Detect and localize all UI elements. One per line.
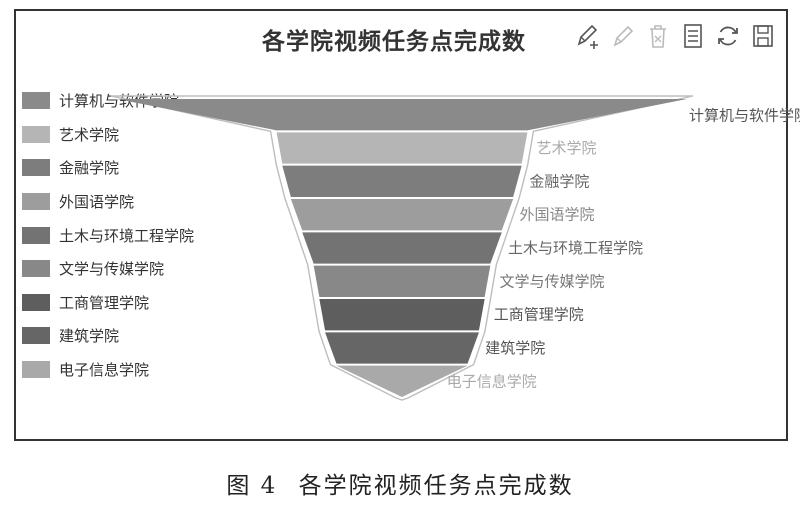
legend-swatch <box>22 293 50 311</box>
refresh-icon[interactable] <box>715 22 741 50</box>
funnel-label: 土木与环境工程学院 <box>508 239 643 257</box>
legend-swatch <box>22 226 50 244</box>
legend-label: 金融学院 <box>59 159 120 178</box>
legend-item[interactable]: 金融学院 <box>22 151 194 185</box>
legend-item[interactable]: 建筑学院 <box>22 319 194 353</box>
legend-label: 工商管理学院 <box>59 293 150 312</box>
legend-item[interactable]: 电子信息学院 <box>22 353 194 387</box>
funnel-label: 文学与传媒学院 <box>500 272 605 290</box>
legend-swatch <box>22 92 50 110</box>
legend-label: 外国语学院 <box>59 193 135 212</box>
legend-item[interactable]: 计算机与软件学院 <box>22 84 194 118</box>
legend: 计算机与软件学院艺术学院金融学院外国语学院土木与环境工程学院文学与传媒学院工商管… <box>22 84 194 386</box>
edit-pencil-plus-icon[interactable] <box>575 22 601 50</box>
legend-swatch <box>22 159 50 177</box>
funnel-segment[interactable] <box>276 132 528 164</box>
funnel-segment[interactable] <box>336 365 468 397</box>
funnel-label: 建筑学院 <box>485 339 545 357</box>
funnel-label: 电子信息学院 <box>447 372 537 390</box>
edit-pencil-icon[interactable] <box>610 22 636 50</box>
legend-label: 计算机与软件学院 <box>59 92 180 111</box>
funnel-segment[interactable] <box>117 99 687 131</box>
legend-label: 土木与环境工程学院 <box>59 226 195 245</box>
funnel-label: 工商管理学院 <box>494 306 584 324</box>
legend-swatch <box>22 125 50 143</box>
funnel-segment[interactable] <box>313 265 491 297</box>
funnel-label: 外国语学院 <box>519 206 594 224</box>
figure-caption-text: 各学院视频任务点完成数 <box>298 473 574 499</box>
legend-item[interactable]: 艺术学院 <box>22 118 194 152</box>
figure-label: 图 4 <box>226 473 278 499</box>
toolbox <box>575 22 776 50</box>
legend-swatch <box>22 361 50 379</box>
figure-caption: 图 4 各学院视频任务点完成数 <box>0 466 800 500</box>
legend-swatch <box>22 193 50 211</box>
legend-item[interactable]: 外国语学院 <box>22 185 194 219</box>
funnel-segment[interactable] <box>319 299 485 331</box>
funnel-chart: 计算机与软件学院艺术学院金融学院外国语学院土木与环境工程学院文学与传媒学院工商管… <box>110 95 800 401</box>
legend-swatch <box>22 260 50 278</box>
legend-swatch <box>22 327 50 345</box>
legend-label: 艺术学院 <box>59 125 120 144</box>
save-icon[interactable] <box>750 22 776 50</box>
funnel-segment[interactable] <box>282 165 522 197</box>
chart-title: 各学院视频任务点完成数 <box>262 29 526 55</box>
legend-item[interactable]: 工商管理学院 <box>22 286 194 320</box>
legend-item[interactable]: 土木与环境工程学院 <box>22 218 194 252</box>
legend-item[interactable]: 文学与传媒学院 <box>22 252 194 286</box>
trash-icon[interactable] <box>645 22 671 50</box>
funnel-segment[interactable] <box>325 332 479 364</box>
legend-label: 电子信息学院 <box>59 361 150 380</box>
funnel-label: 计算机与软件学院 <box>689 107 800 125</box>
data-view-icon[interactable] <box>680 22 706 50</box>
funnel-segment[interactable] <box>290 199 514 231</box>
legend-label: 建筑学院 <box>59 327 120 346</box>
funnel-label: 艺术学院 <box>537 139 597 157</box>
funnel-outline <box>110 95 694 401</box>
funnel-segment[interactable] <box>302 232 502 264</box>
legend-label: 文学与传媒学院 <box>59 260 165 279</box>
funnel-label: 金融学院 <box>529 172 589 190</box>
